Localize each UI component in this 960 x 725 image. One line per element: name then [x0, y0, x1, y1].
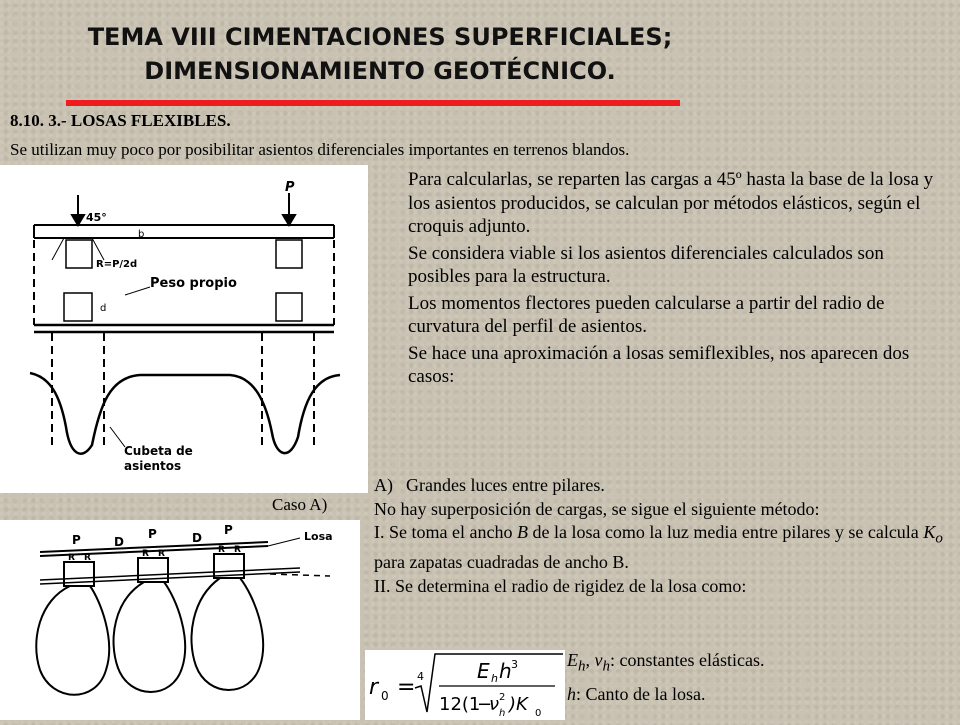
- pressure-label: R=P/2d: [96, 259, 137, 270]
- paragraph-2: Se considera viable si los asientos dife…: [408, 242, 884, 288]
- step1-prefix: I. Se toma el ancho: [374, 522, 517, 542]
- title-underline: [66, 100, 680, 106]
- legend-line-1-text: : constantes elásticas.: [610, 650, 765, 670]
- case-a-step-2: II. Se determina el radio de rigidez de …: [374, 575, 747, 596]
- depth-label: d: [100, 303, 106, 314]
- reaction-label-3: R: [142, 549, 149, 559]
- formula-den-minus: −: [477, 694, 492, 715]
- formula-lhs-sub: 0: [381, 689, 389, 703]
- legend-nu-sub: h: [602, 658, 611, 675]
- list-marker: A): [374, 475, 393, 495]
- formula-lhs: r: [369, 675, 380, 700]
- formula-num-h: h: [499, 659, 512, 683]
- thickness-label: b: [138, 229, 144, 240]
- reaction-label-1: R: [68, 553, 75, 563]
- formula-den-prefix: 12(1: [439, 694, 480, 715]
- section-heading: 8.10. 3.- LOSAS FLEXIBLES.: [10, 111, 231, 130]
- legend-h: h: [567, 683, 576, 704]
- formula-num-e: E: [477, 659, 490, 683]
- paragraph-3: Los momentos flectores pueden calcularse…: [408, 292, 885, 338]
- case-a-step-1: I. Se toma el ancho B de la losa como la…: [374, 521, 954, 575]
- reaction-label-5: R: [218, 545, 225, 555]
- paragraph-1: Para calcularlas, se reparten las cargas…: [408, 169, 934, 237]
- pressure-bulbs-figure: P P P D D R R R R R R Losa: [0, 520, 360, 720]
- figure-caption: Caso A): [272, 495, 328, 514]
- case-a-title: Grandes luces entre pilares.: [406, 475, 605, 495]
- slide-title: TEMA VIII CIMENTACIONES SUPERFICIALES; D…: [0, 20, 760, 88]
- title-line-2: DIMENSIONAMIENTO GEOTÉCNICO.: [144, 57, 616, 85]
- reaction-label-6: R: [234, 545, 241, 555]
- angle-label: 45°: [86, 211, 107, 224]
- intro-text: Se utilizan muy poco por posibilitar asi…: [10, 140, 630, 159]
- formula-den-nu: ν: [489, 694, 499, 715]
- case-a-block: A) Grandes luces entre pilares. No hay s…: [374, 474, 954, 598]
- reaction-label-4: R: [158, 549, 165, 559]
- step1-mid: de la losa como la luz media entre pilar…: [527, 522, 924, 542]
- span-label-1: D: [114, 535, 124, 549]
- basin-label-2: asientos: [124, 459, 181, 473]
- paragraph-4: Se hace una aproximación a losas semifle…: [408, 342, 910, 388]
- legend-line-1: Eh, νh: constantes elásticas.: [567, 650, 765, 675]
- explanation-block: Para calcularlas, se reparten las cargas…: [408, 168, 948, 392]
- basin-label-1: Cubeta de: [124, 444, 193, 458]
- formula-num-sub: h: [491, 672, 498, 685]
- case-a-heading: A) Grandes luces entre pilares.: [374, 474, 954, 498]
- load-label: P: [285, 180, 295, 195]
- load-label-3: P: [224, 523, 233, 537]
- formula-legend: Eh, νh: constantes elásticas. h: Canto d…: [567, 647, 764, 708]
- slab-label: Losa: [304, 530, 333, 543]
- title-line-1: TEMA VIII CIMENTACIONES SUPERFICIALES;: [87, 23, 673, 51]
- step1-k: K: [923, 522, 936, 542]
- span-label-2: D: [192, 531, 202, 545]
- legend-line-2: h: Canto de la losa.: [567, 681, 764, 708]
- legend-line-2-text: : Canto de la losa.: [576, 683, 706, 704]
- legend-nu: ν: [594, 650, 603, 670]
- legend-e-sub: h: [578, 658, 586, 675]
- reaction-label-2: R: [84, 553, 91, 563]
- formula-den-sub: h: [499, 708, 505, 719]
- step1-ksub: o: [935, 530, 943, 547]
- formula-den-suffix: )K: [507, 694, 529, 715]
- load-label-2: P: [148, 527, 157, 541]
- load-label-1: P: [72, 533, 81, 547]
- case-a-method: No hay superposición de cargas, se sigue…: [374, 498, 820, 519]
- stiffness-radius-formula: r 0 = 4 E h h 3 12(1 − ν 2 h )K 0: [365, 650, 565, 720]
- self-weight-label: Peso propio: [150, 276, 237, 291]
- slab-settlement-figure: 45° P b R=P/2d d Peso propio Cubeta de a…: [0, 165, 368, 493]
- formula-equals: =: [397, 675, 415, 700]
- legend-e: E: [567, 650, 578, 670]
- formula-den-ksub: 0: [535, 708, 541, 719]
- formula-root-index: 4: [417, 670, 424, 683]
- formula-den-exp: 2: [499, 692, 505, 703]
- step1-suffix: para zapatas cuadradas de ancho B.: [374, 552, 629, 573]
- formula-num-exp: 3: [511, 658, 518, 671]
- step1-var: B: [516, 522, 528, 542]
